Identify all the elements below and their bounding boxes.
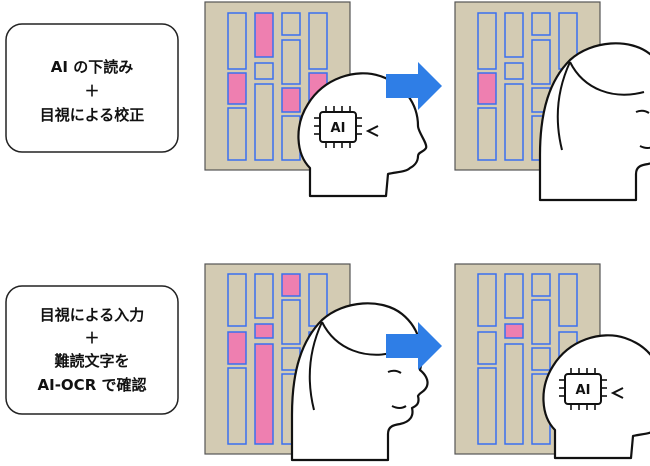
chip-label: AI	[576, 383, 591, 398]
label-line: AI-OCR で確認	[38, 376, 147, 394]
eye-chevron	[610, 387, 624, 399]
label-line: 目視による校正	[40, 106, 145, 124]
chip-label: AI	[331, 121, 346, 136]
ai-chip-icon: AI	[314, 106, 362, 148]
right-arrow-icon	[386, 322, 442, 370]
label-line: 難読文字を	[54, 352, 129, 370]
right-arrow-icon	[386, 62, 442, 110]
ai-chip-icon: AI	[559, 368, 607, 410]
row-top: AI の下読み ＋ 目視による校正	[5, 1, 650, 202]
label-line: 目視による入力	[40, 306, 145, 324]
label-line: ＋	[84, 82, 99, 100]
row-bottom: 目視による入力 ＋ 難読文字を AI-OCR で確認	[5, 263, 650, 462]
label-box	[5, 23, 179, 153]
label-line: AI の下読み	[51, 58, 133, 76]
label-box	[5, 285, 179, 415]
eye-chevron	[365, 125, 379, 137]
label-line: ＋	[84, 329, 99, 347]
ai-head-icon: AI	[542, 334, 650, 460]
ai-head-icon: AI	[297, 72, 428, 198]
